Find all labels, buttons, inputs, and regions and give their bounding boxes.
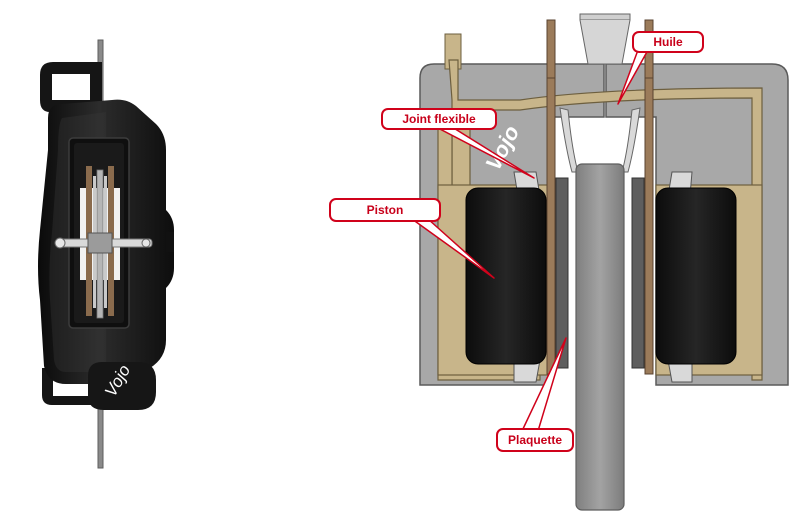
pad-spring xyxy=(559,107,641,173)
callout-pad xyxy=(496,428,574,452)
pad-backing-left xyxy=(546,77,556,375)
callout-seal xyxy=(381,108,497,130)
callout-oil xyxy=(632,31,704,53)
callout-oil-text: Huile xyxy=(653,35,683,49)
piston-left xyxy=(465,187,547,365)
caliper-cross-section: Vojo xyxy=(419,13,789,511)
piston-right xyxy=(655,187,737,365)
oil-channel xyxy=(448,59,763,381)
pad-friction-right xyxy=(631,177,645,369)
banjo-fitting xyxy=(579,13,631,21)
callouts: Huile Joint flexible Piston Plaquette xyxy=(329,31,704,452)
bleed-cap xyxy=(88,362,156,410)
brake-disc xyxy=(575,163,625,511)
callout-seal-text: Joint flexible xyxy=(402,112,476,126)
caliper-exterior-view: Vojo xyxy=(38,39,174,469)
callout-piston-text: Piston xyxy=(367,203,404,217)
callout-pad-text: Plaquette xyxy=(508,433,562,447)
pad-backing-right xyxy=(644,77,654,375)
pad-friction-left xyxy=(555,177,569,369)
callout-piston xyxy=(329,198,441,222)
